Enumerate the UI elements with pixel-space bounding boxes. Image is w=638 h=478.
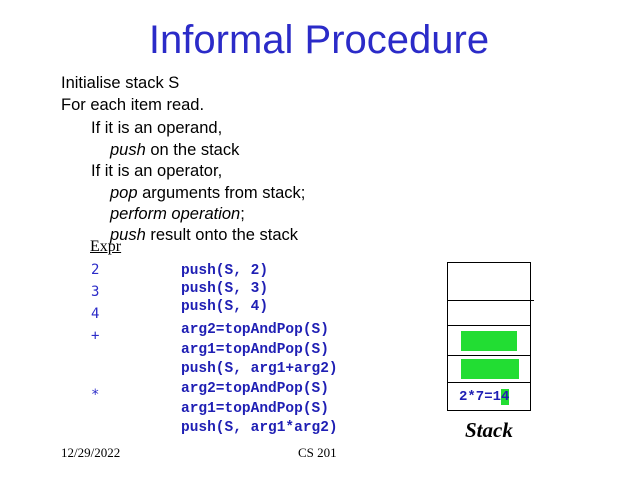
procedure-line-init: Initialise stack S	[61, 74, 180, 92]
stack-result-text: 2*7=1	[459, 389, 502, 405]
code-line: push(S, 3)	[181, 281, 269, 297]
procedure-line-pop: pop arguments from stack;	[110, 183, 305, 203]
code-line: arg1=topAndPop(S)	[181, 401, 329, 417]
stack-divider	[447, 325, 531, 326]
expr-header: Expr	[90, 238, 122, 255]
procedure-line-operand: If it is an operand,	[91, 119, 223, 137]
code-line: arg1=topAndPop(S)	[181, 342, 329, 358]
perform-rest: ;	[240, 205, 245, 223]
expr-item: +	[91, 328, 100, 344]
push-result-rest: result onto the stack	[145, 226, 299, 244]
pop-rest: arguments from stack;	[137, 184, 306, 202]
stack-result-highlight: 4	[501, 389, 510, 405]
slide-title: Informal Procedure	[148, 18, 490, 62]
procedure-line-push: push on the stack	[110, 140, 239, 160]
stack-cell-highlight	[461, 359, 519, 379]
procedure-line-operator: If it is an operator,	[91, 162, 223, 180]
stack-divider	[447, 355, 531, 356]
pop-keyword: pop	[110, 184, 138, 202]
perform-keyword: perform operation	[110, 205, 241, 223]
code-line: push(S, 4)	[181, 299, 269, 315]
stack-divider	[447, 382, 531, 383]
expr-item: 3	[91, 284, 100, 300]
code-line: push(S, 2)	[181, 263, 269, 279]
procedure-line-push-result: push result onto the stack	[110, 225, 298, 245]
expr-item: 4	[91, 306, 100, 322]
stack-cell-highlight	[461, 331, 517, 351]
code-line: arg2=topAndPop(S)	[181, 381, 329, 397]
stack-divider	[447, 300, 534, 301]
footer-date: 12/29/2022	[61, 445, 121, 460]
procedure-line-foreach: For each item read.	[61, 96, 205, 114]
push-rest: on the stack	[145, 141, 240, 159]
stack-diagram	[447, 262, 531, 411]
push-keyword: push	[110, 141, 146, 159]
procedure-line-perform: perform operation;	[110, 204, 245, 224]
footer-course: CS 201	[298, 445, 337, 460]
code-line: arg2=topAndPop(S)	[181, 322, 329, 338]
stack-label: Stack	[465, 418, 513, 442]
expr-item: *	[91, 387, 100, 403]
expr-item: 2	[91, 262, 100, 278]
push-result-keyword: push	[110, 226, 146, 244]
stack-result: 2*7=14	[459, 389, 510, 405]
code-line: push(S, arg1*arg2)	[181, 420, 338, 436]
code-line: push(S, arg1+arg2)	[181, 361, 338, 377]
